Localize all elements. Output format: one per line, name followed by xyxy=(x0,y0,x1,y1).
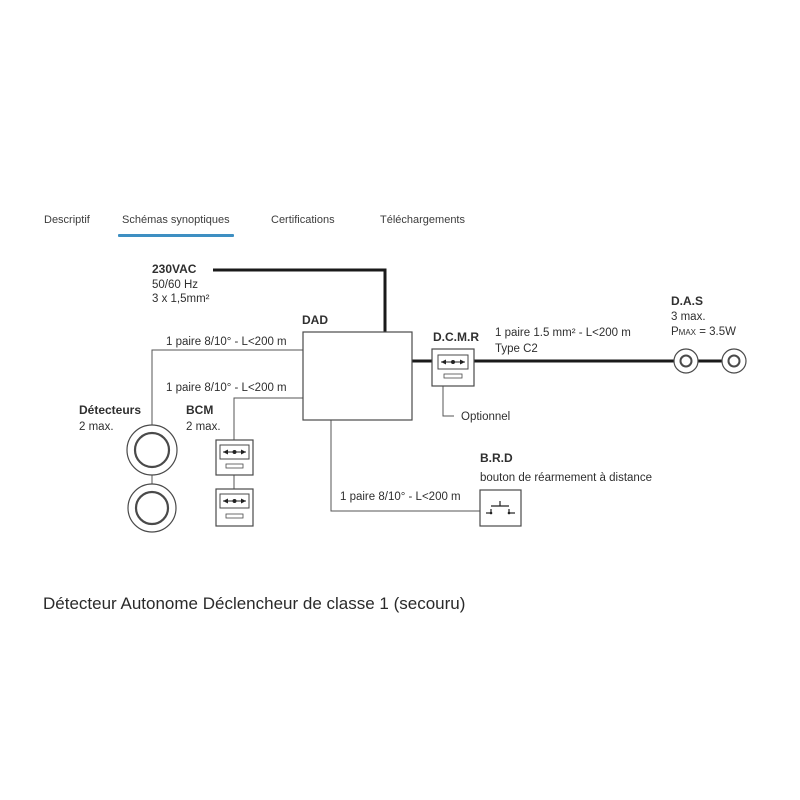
detectors-cable xyxy=(151,349,303,425)
optionnel-leader xyxy=(442,386,454,417)
dcmr-optional-note: Optionnel xyxy=(461,411,510,423)
bcm-title: BCM xyxy=(186,403,213,417)
das-device-2 xyxy=(721,348,747,374)
brd-description: bouton de réarmement à distance xyxy=(480,472,652,484)
das-power: PMAX = 3.5W xyxy=(671,326,736,338)
dcmr-box xyxy=(431,348,475,387)
bcm-box-1 xyxy=(215,439,254,476)
bcm-cable-label: 1 paire 8/10° - L<200 m xyxy=(166,382,287,394)
tab-certifications[interactable]: Certifications xyxy=(271,214,335,226)
detectors-title: Détecteurs xyxy=(79,403,141,417)
detectors-count: 2 max. xyxy=(79,421,114,433)
tab-descriptif[interactable]: Descriptif xyxy=(44,214,90,226)
bcm-box-2 xyxy=(215,488,254,527)
detectors-cable-label: 1 paire 8/10° - L<200 m xyxy=(166,336,287,348)
bcm-cable xyxy=(233,397,303,440)
das-count: 3 max. xyxy=(671,311,706,323)
tab-telechargements[interactable]: Téléchargements xyxy=(380,214,465,226)
das-power-value: = 3.5W xyxy=(696,326,736,338)
tab-schemas-synoptiques[interactable]: Schémas synoptiques xyxy=(118,214,234,237)
push-arrows-icon xyxy=(223,449,246,455)
power-frequency: 50/60 Hz xyxy=(152,279,198,291)
das-cable-label: 1 paire 1.5 mm² - L<200 m xyxy=(495,327,631,339)
das-title: D.A.S xyxy=(671,294,703,308)
das-power-max: MAX xyxy=(679,328,697,337)
dad-box xyxy=(302,331,413,421)
brd-box xyxy=(479,489,522,527)
push-button-icon xyxy=(486,501,515,515)
detector-2 xyxy=(127,483,177,533)
bcm-count: 2 max. xyxy=(186,421,221,433)
power-section: 3 x 1,5mm² xyxy=(152,293,210,305)
tab-bar: Descriptif Schémas synoptiques Certifica… xyxy=(0,210,800,240)
diagram-caption: Détecteur Autonome Déclencheur de classe… xyxy=(43,594,466,613)
dcmr-title: D.C.M.R xyxy=(433,330,479,344)
brd-title: B.R.D xyxy=(480,451,513,465)
push-arrows-icon xyxy=(441,359,465,365)
das-cable-type: Type C2 xyxy=(495,343,538,355)
dad-label: DAD xyxy=(302,313,328,327)
push-arrows-icon xyxy=(223,498,246,504)
power-title: 230VAC xyxy=(152,262,197,276)
brd-cable-label: 1 paire 8/10° - L<200 m xyxy=(340,491,461,503)
power-cable xyxy=(213,268,387,332)
brd-cable xyxy=(330,420,480,512)
das-power-p: P xyxy=(671,326,679,338)
das-device-1 xyxy=(673,348,699,374)
detector-1 xyxy=(126,424,178,476)
